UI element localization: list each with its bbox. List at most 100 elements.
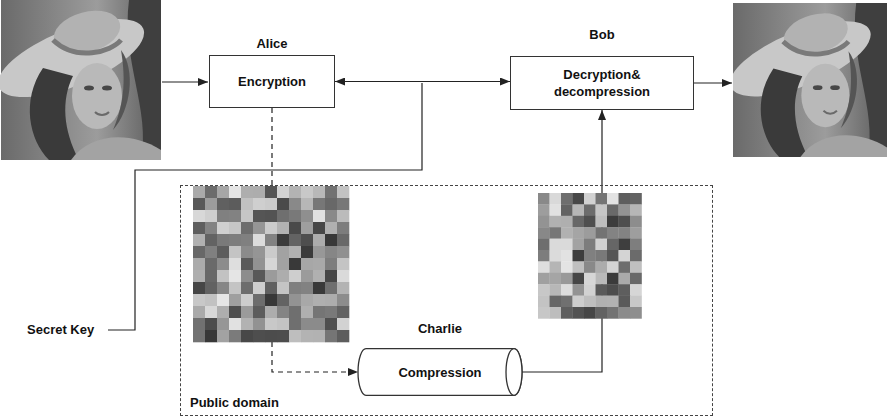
mosaic-cell — [301, 246, 313, 258]
mosaic-cell — [229, 222, 241, 234]
mosaic-cell — [550, 193, 562, 205]
mosaic-cell — [217, 234, 229, 246]
mosaic-cell — [301, 234, 313, 246]
mosaic-cell — [619, 261, 631, 273]
mosaic-cell — [241, 318, 253, 330]
mosaic-cell — [573, 284, 585, 296]
mosaic-cell — [619, 193, 631, 205]
mosaic-cell — [538, 193, 550, 205]
mosaic-cell — [313, 270, 325, 282]
mosaic-cell — [301, 258, 313, 270]
mosaic-cell — [217, 282, 229, 294]
mosaic-cell — [289, 246, 301, 258]
mosaic-cell — [229, 246, 241, 258]
mosaic-cell — [313, 210, 325, 222]
mosaic-cell — [619, 204, 631, 216]
mosaic-cell — [229, 318, 241, 330]
mosaic-cell — [607, 250, 619, 262]
mosaic-cell — [265, 258, 277, 270]
process-box: BobDecryption& decompression — [510, 27, 694, 110]
mosaic-cell — [217, 222, 229, 234]
mosaic-cell — [538, 296, 550, 308]
mosaic-cell — [337, 186, 349, 198]
mosaic-cell — [573, 261, 585, 273]
mosaic-cell — [561, 296, 573, 308]
mosaic-cell — [289, 222, 301, 234]
mosaic-cell — [584, 296, 596, 308]
mosaic-cell — [573, 307, 585, 319]
mosaic-cell — [325, 234, 337, 246]
mosaic-cell — [289, 186, 301, 198]
mosaic-cell — [193, 306, 205, 318]
mosaic-cell — [550, 296, 562, 308]
mosaic-cell — [325, 306, 337, 318]
mosaic-cell — [337, 318, 349, 330]
mosaic-cell — [337, 246, 349, 258]
mosaic-cell — [205, 210, 217, 222]
mosaic-cell — [241, 198, 253, 210]
mosaic-cell — [630, 261, 642, 273]
mosaic-cell — [573, 296, 585, 308]
mosaic-cell — [277, 234, 289, 246]
mosaic-cell — [619, 216, 631, 228]
flow-connector — [335, 81, 510, 82]
mosaic-cell — [217, 210, 229, 222]
input-arrow — [162, 81, 208, 82]
cylinder-body — [358, 349, 522, 396]
mosaic-cell — [289, 306, 301, 318]
mosaic-cell — [550, 273, 562, 285]
restored-image — [721, 3, 887, 157]
mosaic-cell — [325, 258, 337, 270]
mosaic-cell — [241, 258, 253, 270]
mosaic-cell — [313, 306, 325, 318]
process-box: AliceEncryption — [209, 36, 335, 108]
mosaic-cell — [301, 210, 313, 222]
mosaic-cell — [277, 210, 289, 222]
mosaic-cell — [253, 306, 265, 318]
mosaic-cell — [630, 227, 642, 239]
mosaic-cell — [561, 261, 573, 273]
mosaic-cell — [584, 273, 596, 285]
mosaic-cell — [253, 330, 265, 342]
mosaic-cell — [277, 282, 289, 294]
mosaic-cell — [550, 239, 562, 251]
mosaic-cell — [229, 270, 241, 282]
mosaic-cell — [277, 222, 289, 234]
mosaic-cell — [561, 273, 573, 285]
mosaic-cell — [337, 222, 349, 234]
mosaic-cell — [253, 318, 265, 330]
mosaic-cell — [337, 294, 349, 306]
mosaic-cell — [277, 294, 289, 306]
mosaic-cell — [229, 186, 241, 198]
mosaic-cell — [205, 198, 217, 210]
mosaic-cell — [253, 210, 265, 222]
mosaic-cell — [584, 307, 596, 319]
party-name: Charlie — [358, 321, 522, 337]
mosaic-cell — [265, 198, 277, 210]
mosaic-cell — [337, 330, 349, 342]
mosaic-cell — [561, 227, 573, 239]
mosaic-cell — [630, 284, 642, 296]
mosaic-cell — [538, 273, 550, 285]
mosaic-cell — [229, 210, 241, 222]
mosaic-cell — [325, 270, 337, 282]
mosaic-cell — [584, 204, 596, 216]
mosaic-cell — [193, 210, 205, 222]
mosaic-cell — [619, 227, 631, 239]
mosaic-cell — [241, 210, 253, 222]
mosaic-cell — [265, 330, 277, 342]
mosaic-cell — [301, 222, 313, 234]
mosaic-cell — [193, 318, 205, 330]
mosaic-cell — [573, 193, 585, 205]
mosaic-cell — [630, 193, 642, 205]
mosaic-cell — [550, 250, 562, 262]
mosaic-cell — [253, 258, 265, 270]
flow-connector — [522, 110, 602, 372]
mosaic-cell — [619, 250, 631, 262]
mosaic-cell — [277, 258, 289, 270]
mosaic-cell — [265, 210, 277, 222]
mosaic-cell — [325, 222, 337, 234]
mosaic-cell — [241, 222, 253, 234]
party-name: Alice — [209, 36, 335, 52]
